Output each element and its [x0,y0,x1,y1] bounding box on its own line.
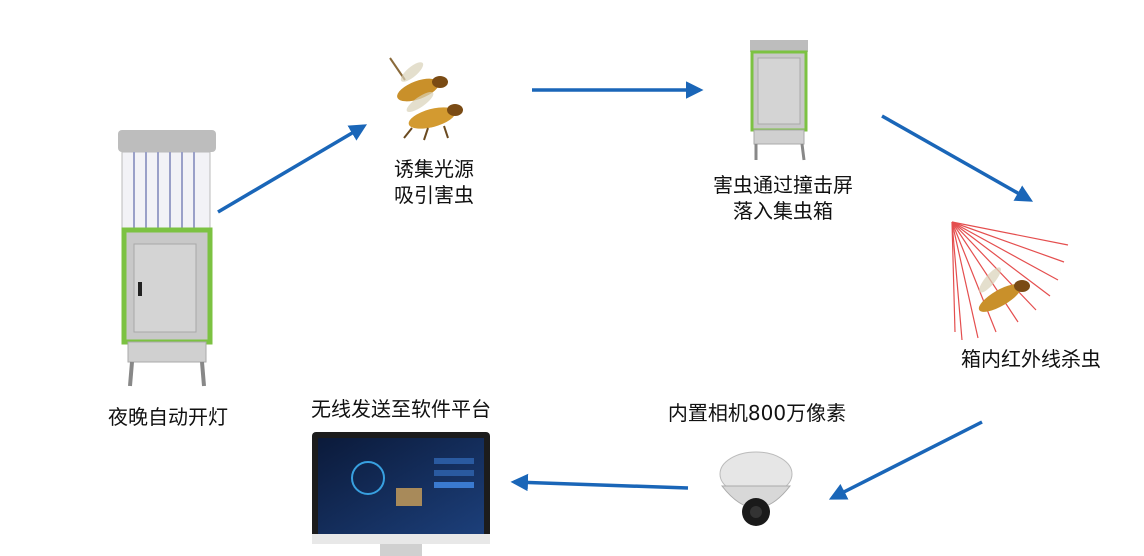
arrow-1 [217,124,368,214]
insect-trap-device-icon [118,130,216,387]
flow-arrows [217,81,1034,500]
infrared-rays-icon [951,221,1069,341]
arrow-3 [881,114,1034,202]
arrow-4 [828,420,983,500]
wasp-icon [389,57,463,141]
step-attract-label: 诱集光源 吸引害虫 [364,156,504,208]
step-fall-line1: 害虫通过撞击屏 [713,173,853,197]
arrow-5 [510,473,689,492]
wasp-target-icon [978,267,1030,312]
step-camera-label: 内置相机800万像素 [667,401,847,425]
step-fall-label: 害虫通过撞击屏 落入集虫箱 [688,172,878,224]
step-fall-line2: 落入集虫箱 [733,199,833,223]
step-platform-label: 无线发送至软件平台 [311,397,491,421]
monitor-icon [312,432,490,556]
insect-trap-device-small-icon [750,40,808,161]
step-attract-line1: 诱集光源 [394,157,474,181]
camera-dome-icon [719,451,793,526]
step-night-light-label: 夜晚自动开灯 [108,405,228,429]
step-attract-line2: 吸引害虫 [394,183,474,207]
step-infrared-label: 箱内红外线杀虫 [961,347,1101,371]
